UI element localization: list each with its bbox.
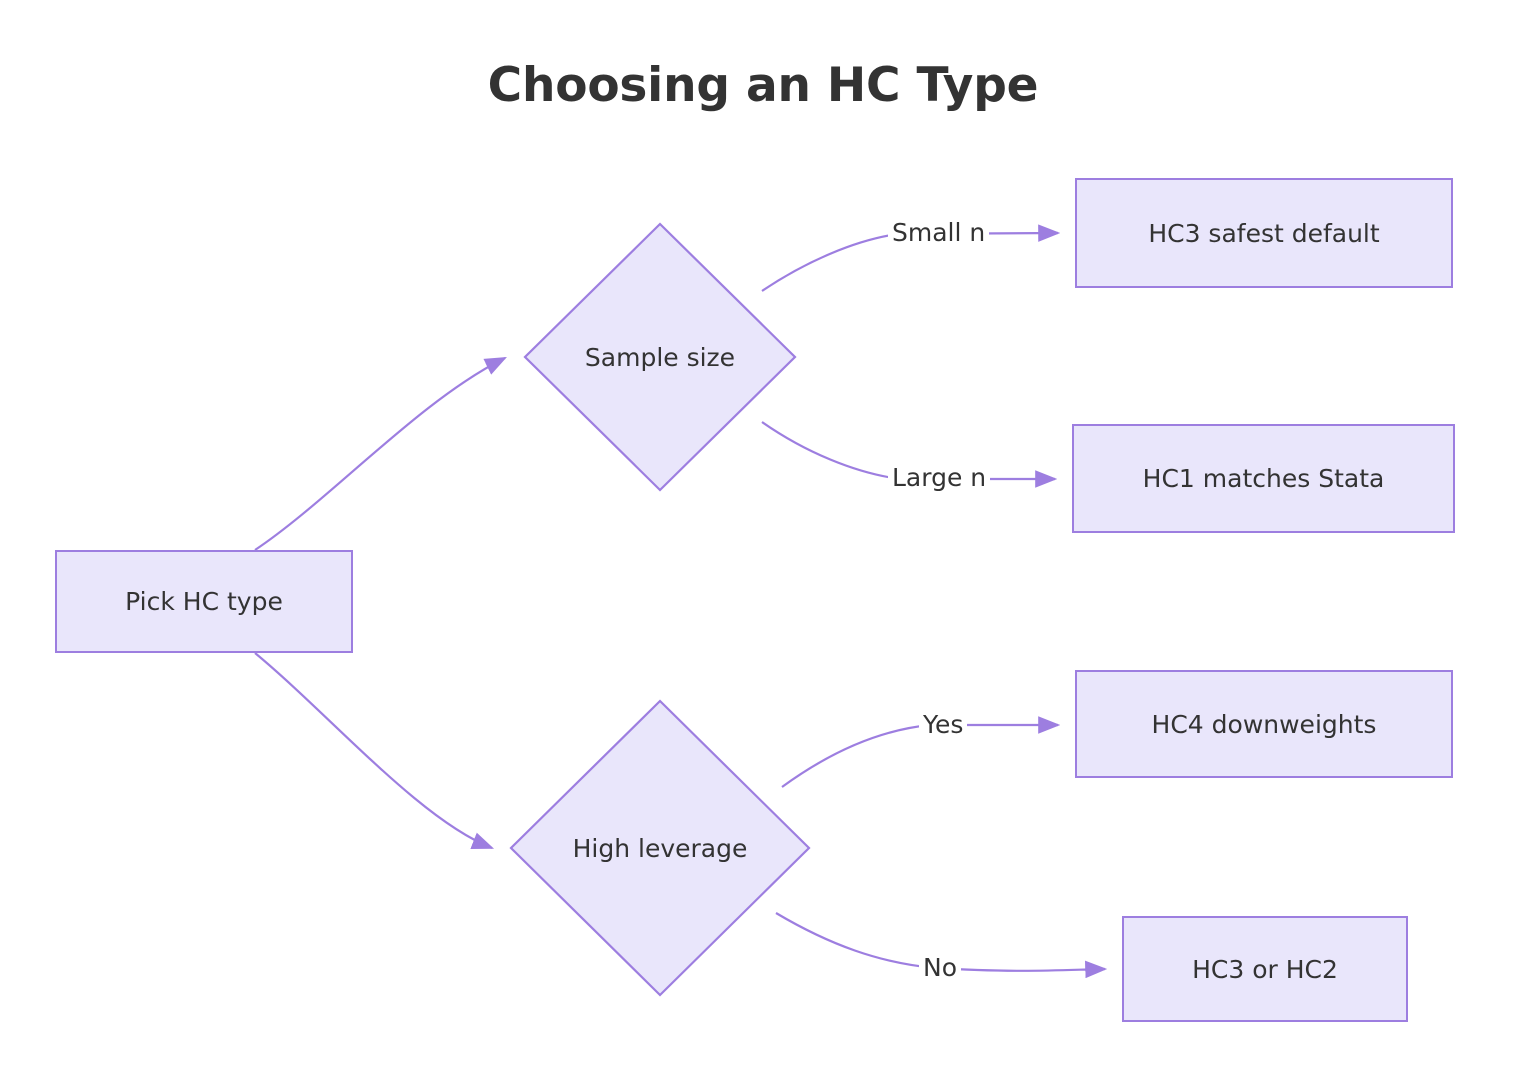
edge-pick-to-high-leverage [254,652,495,850]
node-hc1-matches-stata[interactable]: HC1 matches Stata [1072,424,1455,533]
node-high-leverage[interactable]: High leverage [509,699,811,997]
node-hc3-safest-default[interactable]: HC3 safest default [1075,178,1453,288]
node-hc3-or-hc2[interactable]: HC3 or HC2 [1122,916,1408,1022]
node-hc4-downweights[interactable]: HC4 downweights [1075,670,1453,778]
node-label: Sample size [584,342,736,372]
edge-label-no: No [919,953,961,982]
edge-label-large-n: Large n [888,463,991,492]
node-pick-hc-type[interactable]: Pick HC type [55,550,353,653]
node-label: HC1 matches Stata [1142,464,1385,493]
edge-pick-to-sample-size [254,357,507,551]
node-label: High leverage [572,833,748,863]
node-label: HC3 or HC2 [1192,954,1338,984]
edge-label-small-n: Small n [888,218,990,247]
node-label: Pick HC type [125,587,283,616]
node-sample-size[interactable]: Sample size [523,222,797,492]
page-title: Choosing an HC Type [487,58,1039,113]
diamond-shape [523,222,797,492]
diamond-shape [509,699,811,997]
edge-label-yes: Yes [919,710,968,739]
node-label: HC3 safest default [1148,218,1380,248]
node-label: HC4 downweights [1151,709,1377,739]
